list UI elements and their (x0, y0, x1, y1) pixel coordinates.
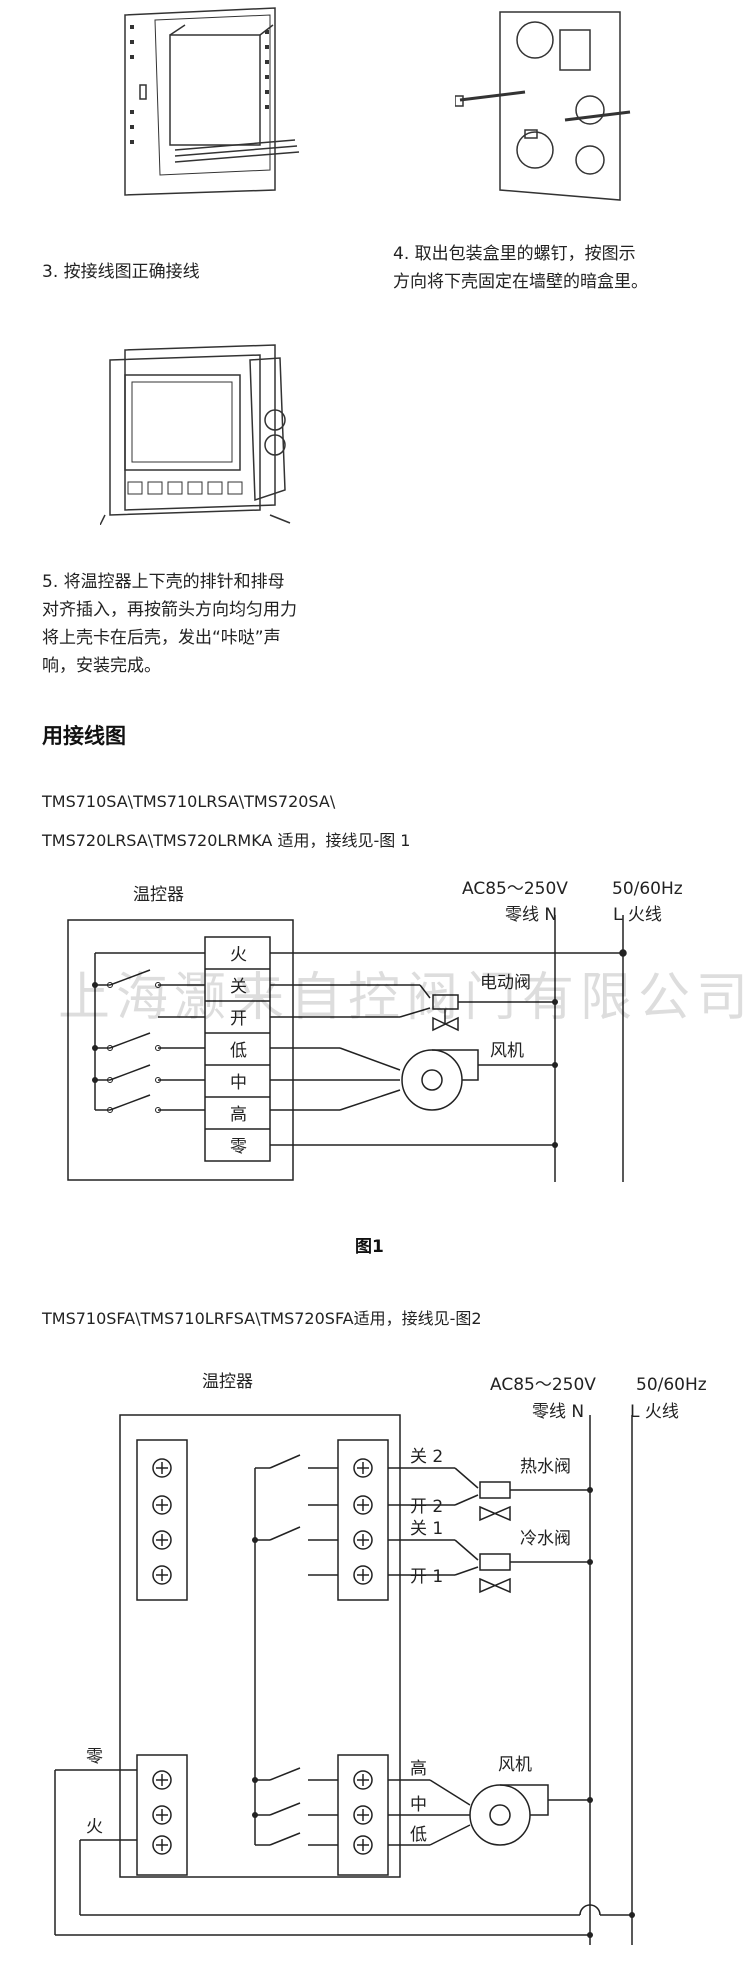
wiring-diagram-1: 温控器 AC85～250V 50/60Hz 零线 N L 火线 火 关 开 低 … (67, 879, 683, 1182)
d2-close1-label: 关 1 (410, 1519, 443, 1539)
step-5-line: 5. 将温控器上下壳的排针和排母 (42, 572, 285, 592)
step-5-text: 5. 将温控器上下壳的排针和排母 对齐插入，再按箭头方向均匀用力 将上壳卡在后壳… (42, 568, 297, 680)
terminal-screws (152, 1458, 373, 1855)
step-4-line: 方向将下壳固定在墙壁的暗盒里。 (393, 272, 648, 292)
d2-cold-valve-label: 冷水阀 (520, 1529, 571, 1549)
d1-freq-label: 50/60Hz (612, 879, 683, 899)
step-5-line: 对齐插入，再按箭头方向均匀用力 (42, 600, 297, 620)
d2-freq-label: 50/60Hz (636, 1375, 707, 1395)
d2-controller-label: 温控器 (202, 1372, 253, 1392)
d2-live-label: L 火线 (630, 1402, 679, 1422)
thermostat-illustration (100, 344, 291, 525)
d2-fan-label: 风机 (498, 1755, 532, 1775)
d1-power-label: AC85～250V (462, 879, 568, 899)
d2-mid-label: 中 (410, 1795, 427, 1815)
d2-hot-valve-label: 热水阀 (520, 1457, 571, 1477)
d1-valve-label: 电动阀 (480, 973, 531, 993)
back-shell-illustration (124, 7, 300, 196)
step-5-line: 将上壳卡在后壳，发出“咔哒”声 (42, 628, 281, 648)
watermark: 上海灏来自控阀门有限公司 (58, 968, 750, 1028)
d2-fire-label: 火 (86, 1817, 103, 1837)
step-5-line: 响，安装完成。 (42, 656, 161, 676)
wiring-diagram-2: 温控器 AC85～250V 50/60Hz 零线 N L 火线 关 2 开 2 … (54, 1372, 707, 1945)
d1-terminal-fire: 火 (230, 945, 247, 965)
diagram1-models-line1: TMS710SA\TMS710LRSA\TMS720SA\ (42, 792, 336, 811)
diagram1-models-line2: TMS720LRSA\TMS720LRMKA 适用，接线见-图 1 (42, 831, 411, 850)
step-4-text: 4. 取出包装盒里的螺钉，按图示 方向将下壳固定在墙壁的暗盒里。 (393, 240, 648, 296)
d1-controller-label: 温控器 (133, 885, 184, 905)
diagram1-caption: 图1 (355, 1237, 384, 1257)
d2-low-label: 低 (410, 1825, 427, 1845)
d1-terminal-mid: 中 (230, 1073, 247, 1093)
d1-terminal-open: 开 (230, 1009, 247, 1029)
d1-terminal-zero: 零 (230, 1137, 247, 1157)
d1-terminal-close: 关 (230, 977, 247, 997)
d2-close2-label: 关 2 (410, 1447, 443, 1467)
section-title: 用接线图 (42, 724, 126, 748)
d2-power-label: AC85～250V (490, 1375, 596, 1395)
d2-open1-label: 开 1 (410, 1567, 443, 1587)
step-4-line: 4. 取出包装盒里的螺钉，按图示 (393, 244, 636, 264)
d1-terminal-high: 高 (230, 1105, 247, 1125)
mounting-screw-illustration (455, 11, 631, 201)
d2-zero-label: 零 (86, 1747, 103, 1767)
d1-terminal-low: 低 (230, 1041, 247, 1061)
d2-high-label: 高 (410, 1759, 427, 1779)
d1-fan-label: 风机 (490, 1041, 524, 1061)
diagram2-models: TMS710SFA\TMS710LRFSA\TMS720SFA适用，接线见-图2 (42, 1309, 482, 1328)
d2-neutral-label: 零线 N (532, 1402, 584, 1422)
step-3-text: 3. 按接线图正确接线 (42, 262, 200, 282)
d1-live-label: L 火线 (613, 905, 662, 925)
d1-neutral-label: 零线 N (505, 905, 557, 925)
d2-open2-label: 开 2 (410, 1497, 443, 1517)
